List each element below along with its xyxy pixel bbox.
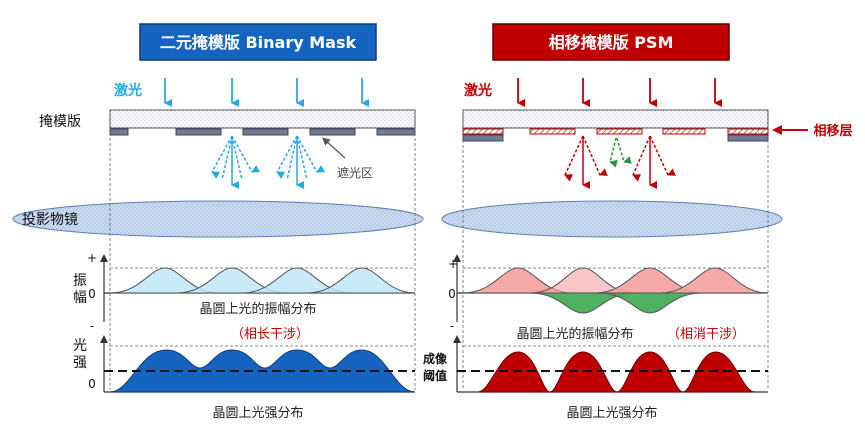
threshold-label-line2: 阈值 [423,368,447,383]
left-laser-label: 激光 [114,82,142,99]
intensity-label-1: 光 [73,338,87,354]
right-amp-minus: - [450,319,454,333]
psm-title-box [492,23,730,61]
right-projection-lens [441,200,783,238]
intensity-label-2: 强 [73,355,87,371]
psm-panel: 相移掩模版 PSM 激光 相移层 [423,23,853,421]
cancelling-rays [609,137,632,168]
left-amplitude-curves [109,267,416,294]
right-amp-plus: + [448,257,458,271]
amplitude-label-2: 幅 [73,290,87,306]
phase-shifter-label: 相移层 [813,123,852,139]
shadow-pointer [322,137,346,159]
right-laser-label: 激光 [464,82,492,99]
axis-marks: + 0 - 0 + 0 - [87,251,458,391]
binary-mask-title: 二元掩模版 Binary Mask [160,33,357,52]
right-amp-zero: 0 [448,287,456,301]
left-int-zero: 0 [88,377,96,391]
right-incident-arrows [517,78,722,107]
constructive-interference-note: （相长干涉） [231,327,309,342]
left-projection-lens [12,200,424,238]
right-guide-lines [462,140,769,390]
left-incident-arrows [164,78,369,107]
binary-mask-title-box [139,23,377,61]
amplitude-label-1: 振 [73,273,87,289]
right-diffracted-rays [564,135,677,189]
destructive-interference-note: （相消干涉） [667,327,745,342]
left-mask-substrate [109,109,416,129]
threshold-label-line1: 成像 [423,351,448,366]
right-chrome-blocks [462,134,769,142]
right-amplitude-curves [462,267,769,314]
right-mask-substrate [462,109,769,129]
left-intensity-caption: 晶圆上光强分布 [212,406,303,421]
left-amp-zero: 0 [88,287,96,301]
psm-title: 相移掩模版 PSM [549,33,674,52]
left-amp-minus: - [90,319,94,333]
left-guide-lines [109,128,416,390]
side-labels: 掩模版 投影物镜 振 幅 光 强 [22,114,87,371]
binary-mask-panel: 二元掩模版 Binary Mask 激光 遮光区 [12,23,424,421]
lens-label: 投影物镜 [22,212,78,228]
right-intensity-caption: 晶圆上光强分布 [566,406,657,421]
shifter-pointer [772,125,808,135]
left-chrome-blocks [109,128,416,136]
mask-label: 掩模版 [39,114,81,130]
left-amplitude-caption: 晶圆上光的振幅分布 [199,301,316,317]
shadow-area-label: 遮光区 [337,165,373,180]
phase-shifter-layer [462,128,769,135]
left-diffracted-rays [211,135,326,189]
right-amplitude-caption: 晶圆上光的振幅分布 [516,326,633,342]
left-amp-plus: + [87,251,97,265]
